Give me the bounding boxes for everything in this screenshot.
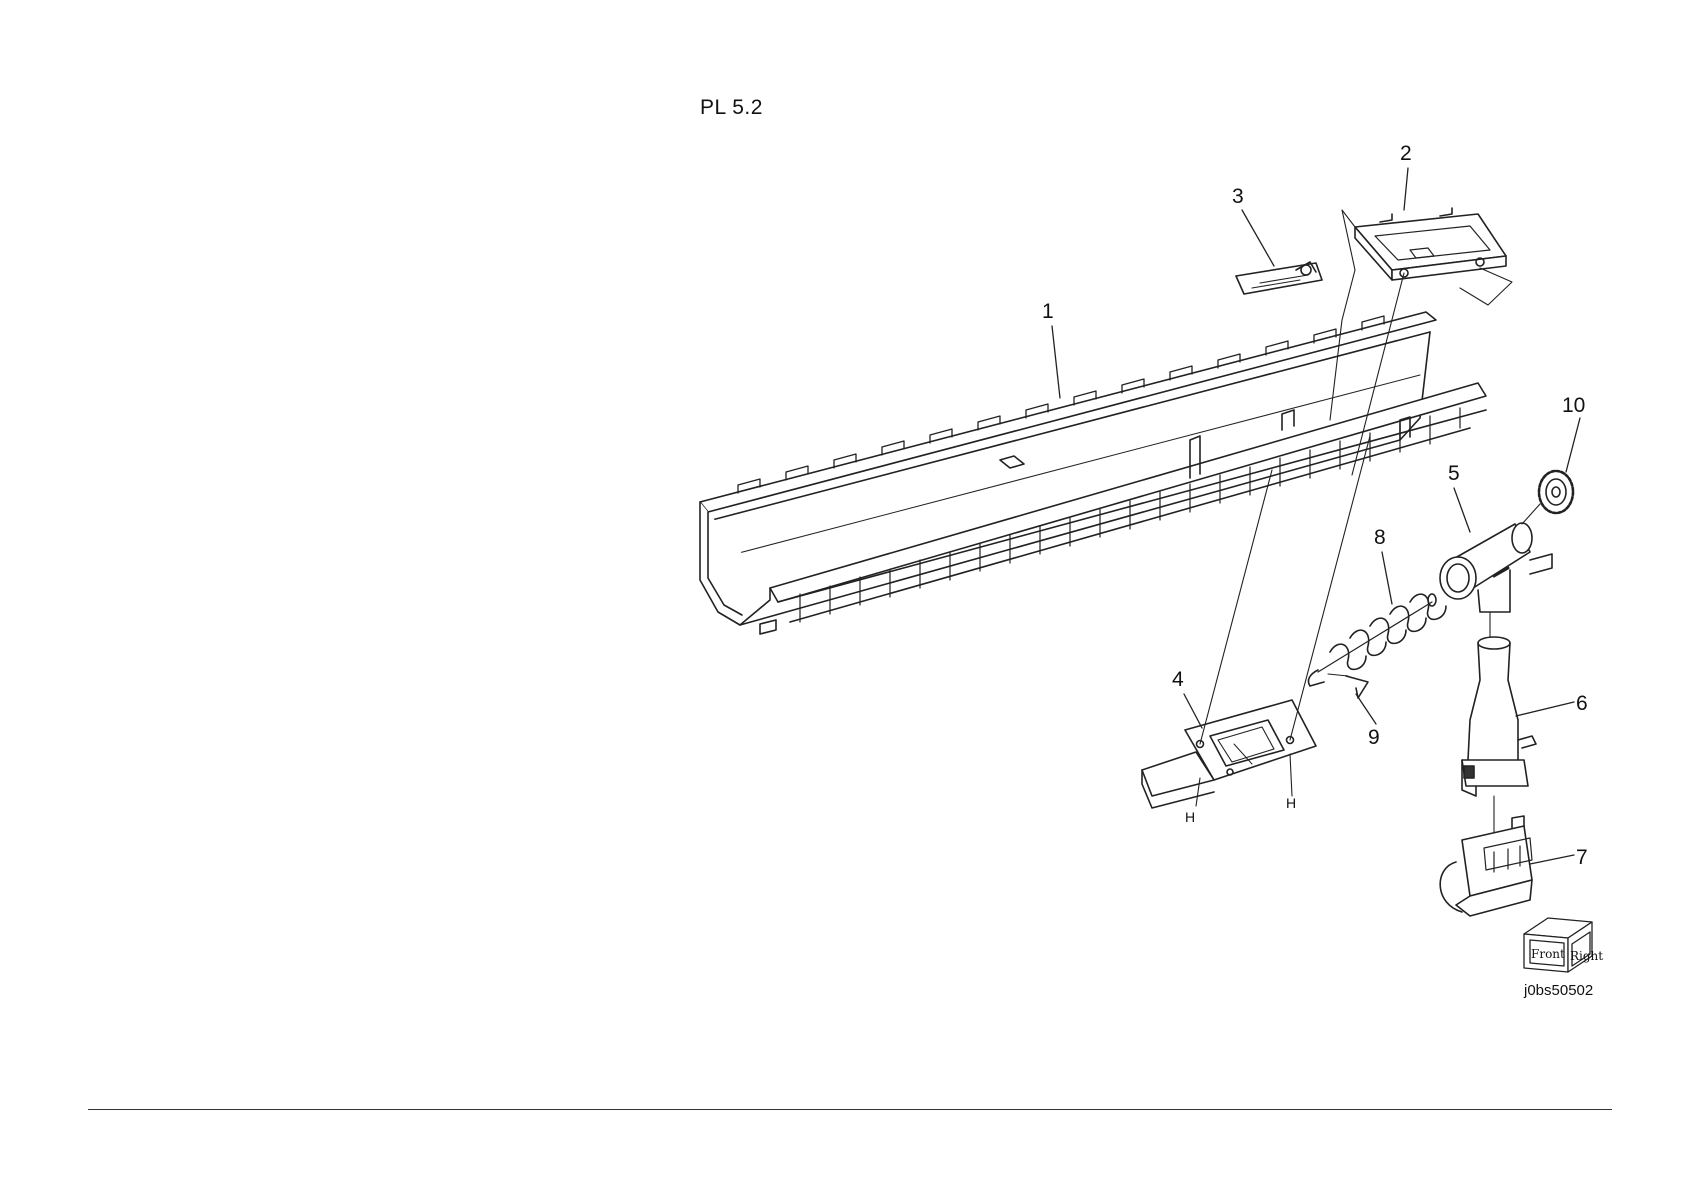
part-9-clip (1328, 674, 1368, 698)
callout-10: 10 (1562, 394, 1585, 417)
callout-7: 7 (1576, 846, 1588, 869)
part-5-elbow (1440, 523, 1552, 612)
part-1-housing (700, 312, 1486, 634)
hole-label-left: H (1185, 809, 1195, 825)
callout-2: 2 (1400, 142, 1412, 165)
cube-front-label: Front (1531, 947, 1565, 961)
hole-label-right: H (1286, 795, 1296, 811)
part-6-tube (1462, 637, 1536, 796)
callout-9: 9 (1368, 726, 1380, 749)
part-3-latch (1236, 262, 1322, 294)
callout-6: 6 (1576, 692, 1588, 715)
callout-8: 8 (1374, 526, 1386, 549)
part-8-auger (1308, 594, 1446, 686)
callout-3: 3 (1232, 185, 1244, 208)
callout-1: 1 (1042, 300, 1054, 323)
callout-5: 5 (1448, 462, 1460, 485)
part-7-holder (1440, 816, 1532, 916)
cube-right-label: Right (1570, 949, 1603, 963)
orientation-cube-icon (1524, 918, 1592, 972)
footer-divider (88, 1109, 1612, 1110)
callout-4: 4 (1172, 668, 1184, 691)
figure-id: j0bs50502 (1523, 982, 1593, 999)
part-10-gear (1539, 471, 1573, 513)
